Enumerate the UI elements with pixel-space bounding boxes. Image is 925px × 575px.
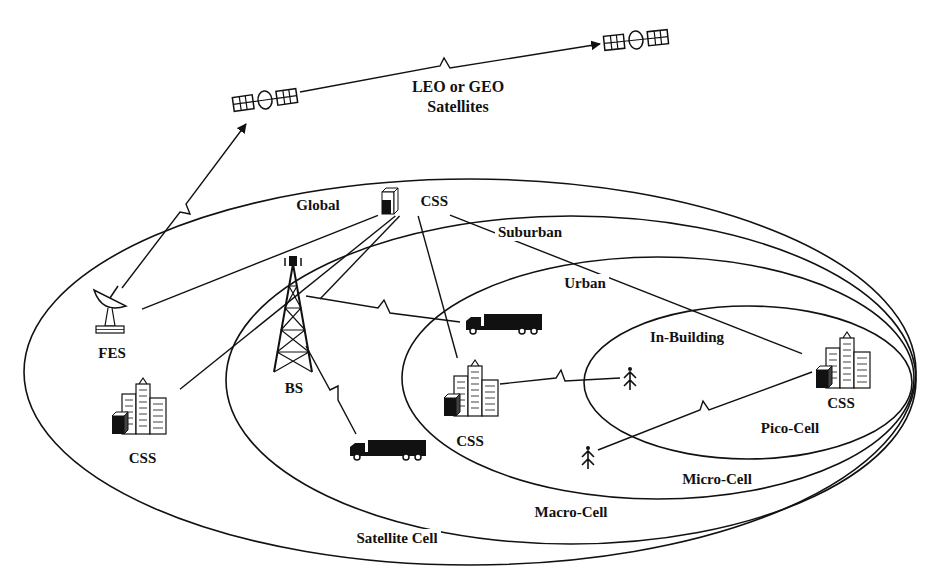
cell-label: In-Building bbox=[647, 328, 727, 346]
cell-region: CSSCSSIn-BuildingPico-CellCSSUrbanMicro-… bbox=[23, 178, 917, 566]
vehicle-symbol bbox=[350, 440, 426, 460]
station-node: CSS bbox=[802, 326, 880, 412]
building-cluster bbox=[112, 378, 166, 434]
cell-boundary bbox=[24, 179, 916, 565]
user-symbol bbox=[582, 446, 594, 469]
cell-boundary bbox=[226, 216, 916, 544]
vehicle-symbol bbox=[466, 314, 542, 334]
cell-outline bbox=[401, 256, 915, 500]
station-node: CSS bbox=[378, 186, 450, 216]
station-node: BS bbox=[268, 255, 320, 397]
cell-label: Satellite Cell bbox=[353, 529, 440, 547]
cell-region: CSS In-BuildingPico-Cell bbox=[583, 305, 913, 460]
station-label: CSS bbox=[825, 394, 857, 412]
cell-outline bbox=[583, 305, 913, 460]
cell-boundary bbox=[584, 306, 912, 459]
radio-link bbox=[500, 370, 620, 384]
cell-label: Pico-Cell bbox=[758, 419, 822, 437]
radio-link bbox=[306, 296, 460, 322]
building-cluster bbox=[816, 332, 870, 388]
network-link bbox=[180, 216, 395, 389]
station-label: CSS bbox=[127, 449, 159, 467]
user-symbol bbox=[624, 367, 636, 390]
radio-link bbox=[122, 124, 246, 288]
station-node: FES bbox=[82, 280, 142, 362]
switching-center-icon bbox=[382, 188, 398, 214]
cell-outline bbox=[23, 178, 917, 566]
cell-label: Suburban bbox=[495, 223, 565, 241]
station-label: FES bbox=[96, 344, 128, 362]
earth-station-dish bbox=[94, 286, 126, 333]
station-label: CSS bbox=[454, 432, 486, 450]
satellite-symbol bbox=[232, 87, 298, 114]
building-cluster bbox=[444, 360, 498, 416]
cell-label: Urban bbox=[561, 274, 609, 292]
station-label: BS bbox=[283, 379, 305, 397]
cell-region: CSSIn-BuildingPico-CellCSSUrbanMicro-Cel… bbox=[225, 215, 917, 545]
cell-label: Macro-Cell bbox=[531, 503, 610, 521]
network-link bbox=[450, 215, 802, 353]
radio-link bbox=[306, 346, 356, 434]
cell-boundary bbox=[402, 257, 914, 499]
satellite-label: LEO or GEO Satellites bbox=[402, 77, 514, 117]
network-link bbox=[320, 216, 400, 299]
cell-label: Micro-Cell bbox=[679, 470, 755, 488]
network-link bbox=[418, 216, 457, 358]
cell-region: CSSIn-BuildingPico-CellCSSUrbanMicro-Cel… bbox=[401, 256, 915, 500]
network-link bbox=[142, 215, 378, 309]
station-node: CSS bbox=[105, 372, 180, 467]
station-label: CSS bbox=[418, 192, 450, 210]
base-station-tower bbox=[274, 256, 312, 372]
satellite-symbol bbox=[603, 28, 669, 53]
station-node: CSS bbox=[440, 358, 500, 450]
cell-label: Global bbox=[293, 196, 342, 214]
